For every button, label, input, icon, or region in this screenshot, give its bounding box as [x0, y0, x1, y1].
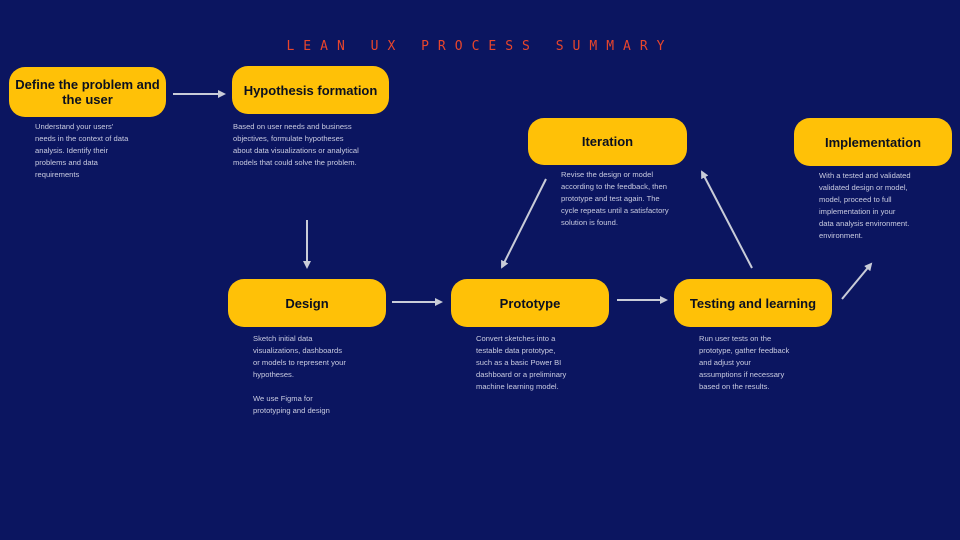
arrow-testing-to-iteration — [701, 170, 753, 269]
step-iteration-description: Revise the design or model according to … — [561, 170, 669, 227]
step-implementation-box: Implementation — [794, 118, 952, 166]
step-prototype-description: Convert sketches into a testable data pr… — [476, 334, 567, 391]
step-design-box: Design — [228, 279, 386, 327]
step-prototype-box: Prototype — [451, 279, 609, 327]
step-iteration-label: Iteration — [581, 134, 634, 149]
slide-title: LEAN UX PROCESS SUMMARY — [286, 39, 674, 54]
step-testing-description: Run user tests on the prototype, gather … — [699, 334, 790, 391]
step-iteration-box: Iteration — [528, 118, 687, 165]
step-testing-box: Testing and learning — [674, 279, 832, 327]
arrow-iteration-to-prototype — [501, 178, 547, 269]
step-testing-label: Testing and learning — [689, 295, 817, 311]
step-prototype-label: Prototype — [499, 295, 561, 311]
step-define-label: Define the problem and the user — [15, 77, 160, 107]
step-define-description: Understand your users' needs in the cont… — [35, 122, 129, 179]
arrow-testing-to-implementation — [841, 262, 873, 300]
step-hypothesis-box: Hypothesis formation — [232, 66, 389, 114]
step-design-label: Design — [285, 295, 329, 311]
step-hypothesis-label: Hypothesis formation — [243, 82, 378, 98]
step-define-box: Define the problem and the user — [9, 67, 166, 117]
step-design-description: Sketch initial data visualizations, dash… — [253, 334, 346, 415]
step-hypothesis-description: Based on user needs and business objecti… — [233, 122, 359, 167]
step-implementation-description: With a tested and validated validated de… — [819, 171, 911, 240]
step-implementation-label: Implementation — [824, 134, 922, 150]
